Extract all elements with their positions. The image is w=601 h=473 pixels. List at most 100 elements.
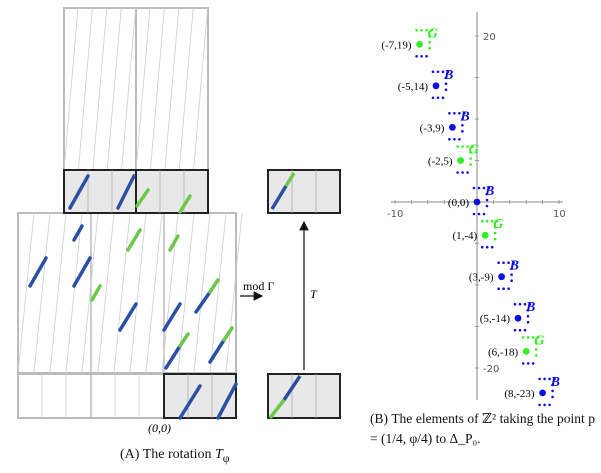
lattice-dot: [430, 29, 433, 32]
hatch-line: [193, 7, 208, 171]
point-tag: G: [493, 217, 503, 232]
lattice-point: [514, 314, 522, 322]
lattice-dot: [521, 336, 525, 339]
hatch-line: [81, 212, 99, 374]
lattice-dot: [428, 47, 431, 50]
trajectory-segment: [178, 194, 192, 214]
x-tick-label: 10: [553, 209, 566, 220]
point-tag: B: [484, 184, 494, 199]
trajectory-segment: [118, 302, 138, 332]
point-label: (-2,5): [428, 156, 453, 168]
lattice-dot: [493, 237, 497, 241]
target-box-top: [267, 169, 341, 214]
lattice-dot: [528, 302, 532, 306]
lattice-dot: [531, 362, 535, 365]
lattice-dot: [543, 403, 546, 407]
target-segment-green: [268, 398, 286, 420]
caption-b-text: The elements of ℤ² taking the point p = …: [370, 411, 595, 446]
lattice-dot: [480, 245, 484, 249]
lattice-dot: [538, 403, 541, 407]
trajectory-segment: [126, 228, 142, 252]
lattice-point: [449, 123, 456, 131]
lattice-dot: [453, 138, 456, 141]
point-label: (-5,14): [398, 81, 429, 93]
hatch-line: [193, 212, 211, 374]
t-label: T: [310, 287, 318, 301]
lattice-dot: [548, 377, 551, 381]
lattice-point: [457, 157, 464, 164]
hatch-line: [164, 7, 180, 171]
hatch-line: [121, 7, 136, 171]
y-tick-label: -20: [483, 364, 499, 375]
point-label: (6,-18): [488, 346, 519, 358]
lattice-dot: [436, 96, 440, 100]
lattice-dot: [472, 212, 476, 216]
base-square-outline: [17, 212, 237, 374]
hatch-line: [92, 7, 108, 171]
lattice-dot: [502, 261, 505, 265]
x-tick-label: -10: [387, 209, 403, 220]
lattice-dot: [428, 35, 431, 38]
hatch-line: [65, 212, 83, 374]
lattice-point: [473, 198, 481, 206]
target-box-bottom: [267, 373, 341, 419]
lattice-dot: [471, 145, 474, 148]
lattice-dot: [461, 145, 464, 148]
lattice-dot: [490, 245, 494, 249]
lattice-point: [481, 231, 489, 239]
panel-a-rotation-diagram: mod ΓT(0,0): [17, 7, 341, 435]
hatch-line: [129, 212, 147, 374]
lattice-dot: [448, 112, 451, 115]
lattice-dot: [485, 204, 489, 208]
point-tag: B: [550, 375, 560, 390]
lattice-dot: [534, 348, 538, 351]
lattice-dot: [523, 302, 527, 306]
point-label: (-3,9): [420, 122, 445, 134]
lattice-dot: [431, 70, 435, 74]
point-tag: G: [534, 333, 544, 348]
trajectory-segment: [68, 174, 90, 210]
lattice-dot: [507, 287, 510, 291]
lattice-point: [432, 82, 440, 90]
lattice-dot: [458, 138, 461, 141]
lattice-dot: [485, 245, 489, 249]
hatch-line: [135, 7, 151, 171]
caption-a-prefix: (A): [120, 447, 140, 462]
trajectory-segment: [162, 302, 182, 332]
lattice-dot: [431, 96, 435, 100]
hatch-line: [106, 7, 122, 171]
trajectory-segment: [72, 256, 92, 288]
lattice-dot: [531, 336, 535, 339]
lattice-dot: [553, 377, 556, 381]
lattice-dot: [507, 261, 510, 265]
trajectory-segment: [178, 384, 202, 420]
point-tag: B: [459, 109, 469, 124]
point-tag: G: [428, 26, 438, 41]
lattice-dot: [415, 29, 418, 32]
point-label: (3,-9): [469, 272, 494, 284]
lattice-dot: [548, 403, 551, 407]
lattice-dot: [497, 287, 500, 291]
lattice-dot: [441, 96, 445, 100]
lattice-dot: [510, 279, 513, 283]
lattice-dot: [526, 308, 530, 312]
lattice-dot: [543, 377, 546, 381]
lattice-dot: [466, 145, 469, 148]
lattice-dot: [534, 354, 538, 357]
lattice-dot: [461, 118, 464, 121]
lattice-dot: [444, 76, 448, 80]
trajectory-segment: [135, 188, 150, 208]
lattice-dot: [436, 70, 440, 74]
lattice-dot: [521, 362, 525, 365]
lattice-dot: [456, 145, 459, 148]
lattice-dot: [453, 112, 456, 115]
lattice-dot: [477, 212, 481, 216]
caption-a-text: The rotation Tφ: [142, 447, 230, 465]
point-label: (5,-14): [480, 313, 511, 325]
trajectory-segment: [168, 234, 180, 252]
target-segment-green: [284, 172, 296, 187]
hatch-line: [17, 212, 35, 374]
lattice-dot: [551, 395, 554, 399]
point-label: (1,-4): [452, 230, 477, 242]
